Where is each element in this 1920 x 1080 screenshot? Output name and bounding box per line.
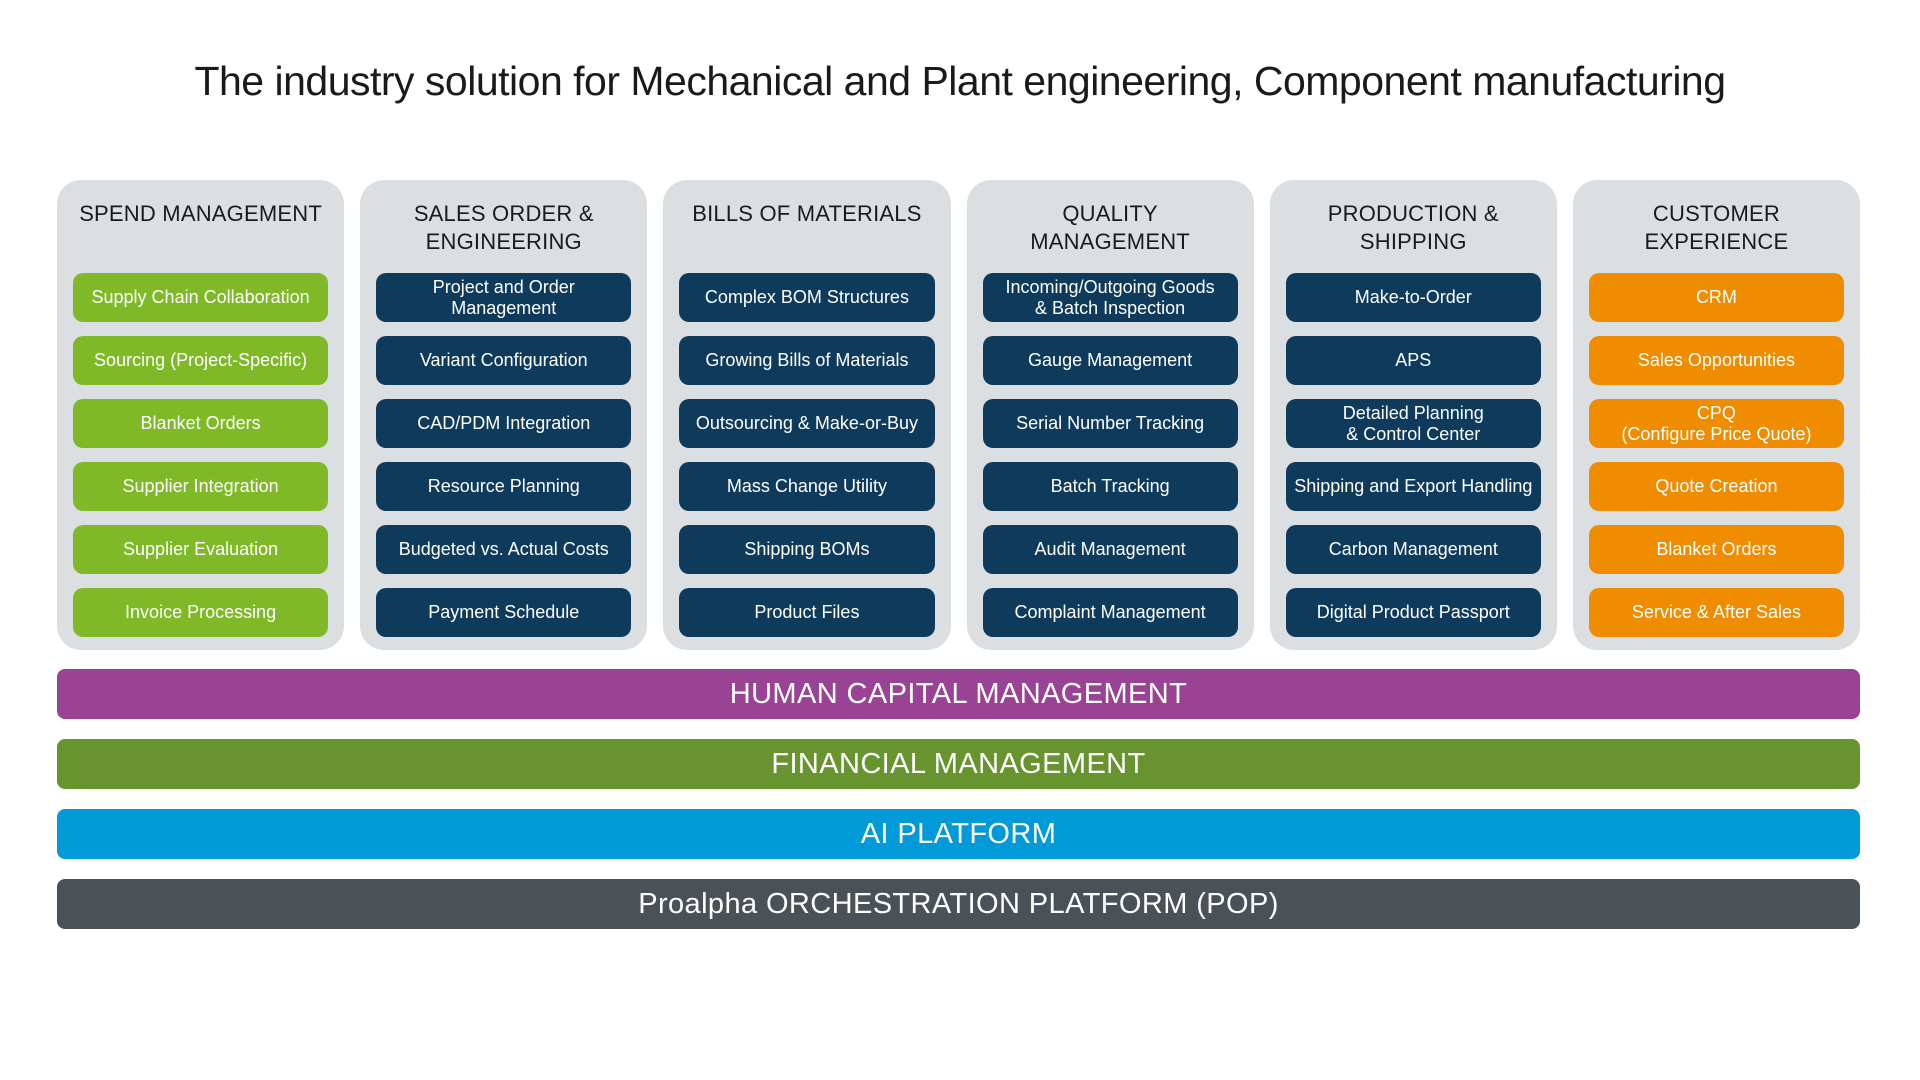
feature-list: CRM Sales Opportunities CPQ (Configure P… [1588,273,1845,637]
feature-item: Gauge Management [982,336,1238,385]
feature-item: Growing Bills of Materials [679,336,935,385]
platform-bar-pop: Proalpha ORCHESTRATION PLATFORM (POP) [57,879,1860,929]
feature-item: Carbon Management [1285,525,1541,574]
feature-item: APS [1285,336,1541,385]
platform-bar-financial: FINANCIAL MANAGEMENT [57,739,1860,789]
column-header: BILLS OF MATERIALS [692,201,922,226]
column-header: PRODUCTION & SHIPPING [1327,201,1499,254]
feature-item: Batch Tracking [982,462,1238,511]
feature-item: CRM [1588,273,1845,322]
feature-item: Sourcing (Project-Specific) [73,336,329,385]
feature-item: Audit Management [982,525,1238,574]
feature-item: CPQ (Configure Price Quote) [1588,399,1845,448]
platform-bars: HUMAN CAPITAL MANAGEMENT FINANCIAL MANAG… [57,669,1860,929]
feature-item: Service & After Sales [1588,588,1845,637]
feature-list: Incoming/Outgoing Goods & Batch Inspecti… [982,273,1238,637]
feature-item: Quote Creation [1588,462,1845,511]
column-spend-management: SPEND MANAGEMENT Supply Chain Collaborat… [57,180,345,650]
feature-item: Project and Order Management [376,273,632,322]
feature-item: Product Files [679,588,935,637]
feature-item: Shipping BOMs [679,525,935,574]
feature-list: Complex BOM Structures Growing Bills of … [679,273,935,637]
feature-item: Payment Schedule [376,588,632,637]
feature-item: Supplier Integration [73,462,329,511]
feature-item: Budgeted vs. Actual Costs [376,525,632,574]
feature-item: Detailed Planning & Control Center [1285,399,1541,448]
feature-item: Outsourcing & Make-or-Buy [679,399,935,448]
column-bills-of-materials: BILLS OF MATERIALS Complex BOM Structure… [663,180,951,650]
feature-item: Blanket Orders [1588,525,1845,574]
feature-item: Blanket Orders [73,399,329,448]
feature-item: Shipping and Export Handling [1285,462,1541,511]
feature-item: Invoice Processing [73,588,329,637]
column-header: CUSTOMER EXPERIENCE [1644,201,1789,254]
platform-bar-ai: AI PLATFORM [57,809,1860,859]
feature-item: Incoming/Outgoing Goods & Batch Inspecti… [982,273,1238,322]
column-customer-experience: CUSTOMER EXPERIENCE CRM Sales Opportunit… [1572,180,1861,650]
column-header: QUALITY MANAGEMENT [1030,201,1190,254]
feature-item: Supply Chain Collaboration [73,273,329,322]
feature-item: Supplier Evaluation [73,525,329,574]
feature-item: Variant Configuration [376,336,632,385]
platform-bar-hcm: HUMAN CAPITAL MANAGEMENT [57,669,1860,719]
feature-item: Digital Product Passport [1285,588,1541,637]
page-title: The industry solution for Mechanical and… [194,58,1726,104]
feature-list: Supply Chain Collaboration Sourcing (Pro… [73,273,329,637]
feature-item: Sales Opportunities [1588,336,1845,385]
feature-item: Make-to-Order [1285,273,1541,322]
column-header: SALES ORDER & ENGINEERING [413,201,594,254]
column-quality-management: QUALITY MANAGEMENT Incoming/Outgoing Goo… [966,180,1254,650]
feature-item: Resource Planning [376,462,632,511]
solution-columns: SPEND MANAGEMENT Supply Chain Collaborat… [57,180,1861,650]
feature-item: Serial Number Tracking [982,399,1238,448]
feature-item: Mass Change Utility [679,462,935,511]
feature-list: Project and Order Management Variant Con… [376,273,632,637]
feature-item: CAD/PDM Integration [376,399,632,448]
column-sales-order-engineering: SALES ORDER & ENGINEERING Project and Or… [360,180,648,650]
column-production-shipping: PRODUCTION & SHIPPING Make-to-Order APS … [1269,180,1557,650]
feature-list: Make-to-Order APS Detailed Planning & Co… [1285,273,1541,637]
feature-item: Complex BOM Structures [679,273,935,322]
column-header: SPEND MANAGEMENT [79,201,322,226]
feature-item: Complaint Management [982,588,1238,637]
